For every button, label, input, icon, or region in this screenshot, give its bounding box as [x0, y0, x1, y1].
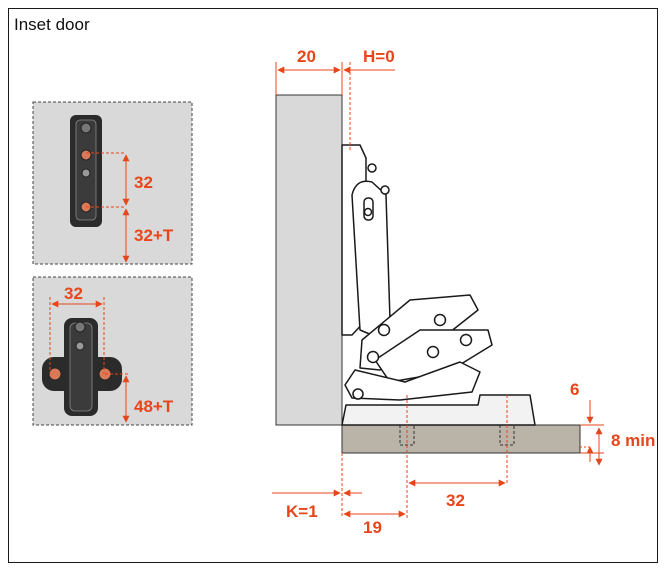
dim-k: K=1 [286, 502, 318, 521]
screw-icon [48, 367, 62, 381]
hinge-mechanism [341, 144, 536, 426]
screw-icon [75, 341, 85, 351]
screw-icon [74, 321, 86, 333]
screw-icon [80, 149, 92, 161]
diagram-title: Inset door [14, 15, 90, 34]
door-panel [341, 424, 581, 454]
cabinet-side-panel [275, 94, 343, 426]
mounting-plate-icon [42, 318, 122, 416]
mounting-detail-top: 32 32+T [32, 101, 193, 265]
hinge-arm-icon [70, 115, 102, 227]
detail-panel-top [32, 101, 193, 265]
dim-plate-32: 32 [64, 284, 83, 303]
mounting-detail-bottom: 32 48+T [32, 276, 193, 426]
dim-overlay-20: 20 [297, 47, 316, 66]
dim-thickness-6: 6 [570, 380, 579, 399]
dim-distance-32: 32 [446, 491, 465, 510]
dim-mount-32: 32 [134, 173, 153, 192]
dim-overlay-h: H=0 [363, 47, 395, 66]
screw-icon [80, 122, 92, 134]
dim-mount-32-t: 32+T [134, 226, 174, 245]
dim-distance-19: 19 [363, 518, 382, 537]
dim-plate-48-t: 48+T [134, 397, 174, 416]
screw-icon [81, 168, 91, 178]
dim-thickness-8min: 8 min [611, 431, 655, 450]
